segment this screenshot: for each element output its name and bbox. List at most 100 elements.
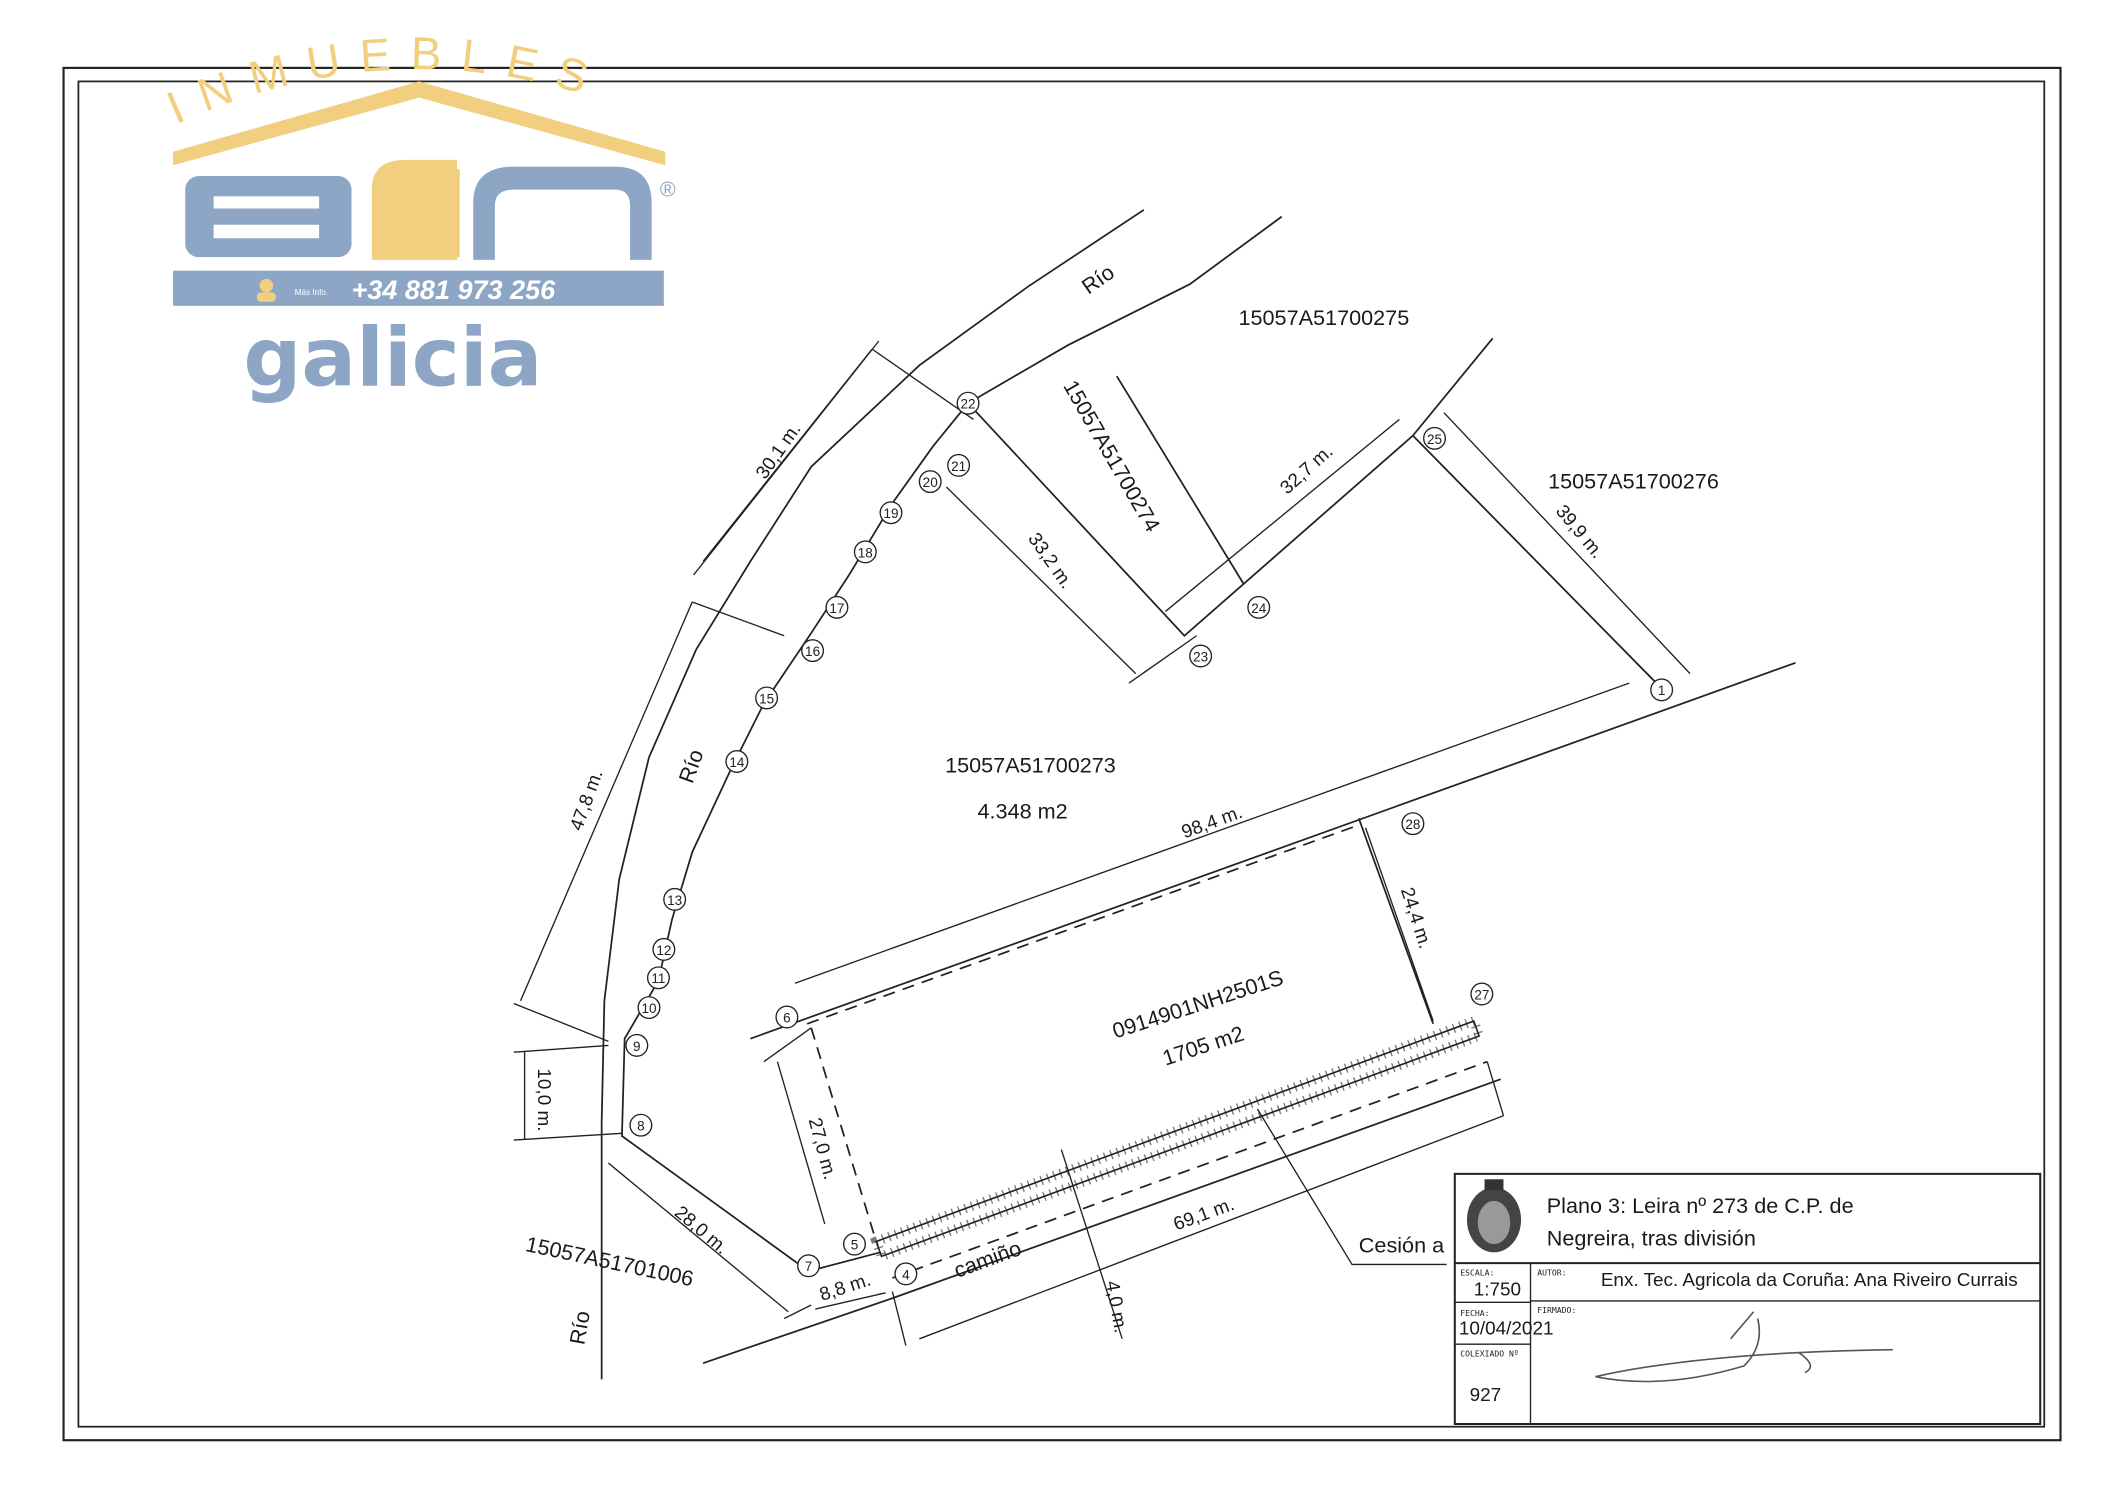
registered-mark: ® [660, 176, 676, 201]
parcel-275-274-divider [1116, 375, 1245, 585]
point-9: 9 [625, 1033, 649, 1057]
road-line-2 [702, 1078, 1502, 1364]
svg-text:17: 17 [829, 601, 844, 616]
point-10: 10 [637, 996, 661, 1020]
svg-text:18: 18 [858, 545, 873, 560]
dim-33-2: 33,2 m. [1023, 529, 1076, 593]
scale-label: ESCALA: [1460, 1267, 1494, 1277]
logo-region: galicia [243, 312, 542, 406]
parcel-275-label: 15057A51700275 [1238, 305, 1409, 330]
point-4: 4 [894, 1262, 918, 1286]
svg-text:19: 19 [883, 506, 898, 521]
parcel-273-label: 15057A51700273 [945, 752, 1116, 777]
inner-frame [77, 80, 2046, 1428]
svg-text:28: 28 [1405, 817, 1420, 832]
point-15: 15 [755, 686, 779, 710]
svg-text:24: 24 [1251, 601, 1267, 616]
point-16: 16 [801, 639, 825, 663]
point-12: 12 [652, 937, 676, 961]
svg-text:10: 10 [641, 1001, 656, 1016]
college-value: 927 [1470, 1385, 1502, 1406]
svg-text:14: 14 [729, 755, 745, 770]
building-area-label: 1705 m2 [1159, 1021, 1247, 1071]
river-label-bottom: Río [564, 1309, 594, 1346]
info-label: Más Info. [295, 288, 328, 297]
dim-32-7: 32,7 m. [1276, 441, 1337, 499]
building-solid-edge [1357, 817, 1434, 1025]
cession-hatched-strip [870, 1014, 1486, 1263]
dim-28-0: 28,0 m. [670, 1202, 732, 1259]
title-block: Plano 3: Leira nº 273 de C.P. de Negreir… [1453, 1172, 2042, 1426]
building-dashed-outline [806, 824, 1360, 1242]
phone-number: +34 881 973 256 [352, 275, 557, 305]
svg-text:23: 23 [1193, 649, 1208, 664]
svg-text:13: 13 [667, 893, 682, 908]
author-label: AUTOR: [1537, 1267, 1566, 1277]
svg-text:8: 8 [637, 1119, 645, 1134]
date-value: 10/04/2021 [1459, 1319, 1554, 1340]
parcel-276-label: 15057A51700276 [1548, 468, 1719, 493]
svg-text:5: 5 [851, 1238, 859, 1253]
svg-text:16: 16 [805, 644, 820, 659]
svg-text:11: 11 [651, 971, 665, 986]
point-18: 18 [853, 540, 877, 564]
river-line-west [600, 209, 1145, 1380]
point-25: 25 [1423, 426, 1447, 450]
signed-label: FIRMADO: [1537, 1305, 1576, 1315]
cession-label: Cesión a [1359, 1232, 1445, 1257]
point-17: 17 [825, 595, 849, 619]
road-line-1 [892, 1060, 1488, 1279]
road-label: camiño [950, 1235, 1024, 1282]
svg-text:7: 7 [805, 1259, 813, 1274]
point-27: 27 [1470, 982, 1494, 1006]
scale-value: 1:750 [1474, 1280, 1521, 1301]
parcel-276-boundary [1412, 435, 1661, 688]
point-8: 8 [629, 1113, 653, 1137]
point-20: 20 [918, 470, 942, 494]
point-11: 11 [646, 966, 670, 990]
svg-text:25: 25 [1427, 432, 1442, 447]
point-22: 22 [956, 391, 980, 415]
point-21: 21 [947, 453, 971, 477]
svg-text:1: 1 [1658, 683, 1666, 698]
survey-points: 1 4 5 6 7 8 9 10 11 12 13 14 15 16 17 18… [625, 391, 1674, 1286]
svg-text:6: 6 [783, 1010, 791, 1025]
dim-8-8: 8,8 m. [817, 1270, 873, 1306]
point-24: 24 [1247, 595, 1271, 619]
point-23: 23 [1189, 644, 1213, 668]
phone-banner [173, 270, 664, 306]
dim-10-0: 10,0 m. [533, 1068, 554, 1131]
svg-text:21: 21 [951, 459, 966, 474]
dim-98-4: 98,4 m. [1179, 802, 1245, 843]
svg-text:4: 4 [902, 1267, 910, 1282]
parcel-274-label: 15057A51700274 [1058, 376, 1165, 536]
dim-24-4: 24,4 m. [1396, 885, 1435, 951]
point-14: 14 [725, 749, 749, 773]
river-label-mid: Río [673, 746, 708, 786]
svg-text:20: 20 [923, 475, 938, 490]
building-ref-label: 0914901NH2501S [1109, 965, 1286, 1044]
svg-text:12: 12 [656, 943, 671, 958]
parcel-1006-label: 15057A51701006 [524, 1231, 696, 1291]
coat-of-arms-emblem [1466, 1179, 1522, 1253]
title-line-1: Plano 3: Leira nº 273 de C.P. de [1547, 1193, 1854, 1218]
dim-39-9: 39,9 m. [1551, 501, 1608, 563]
svg-text:27: 27 [1474, 987, 1489, 1002]
dim-4-0: 4,0 m. [1101, 1279, 1131, 1334]
parcel-274-boundary [967, 337, 1494, 637]
college-label: COLEXIADO Nº [1460, 1348, 1519, 1358]
point-6: 6 [775, 1005, 799, 1029]
dimension-lines [513, 340, 1691, 1346]
dim-69-1: 69,1 m. [1171, 1194, 1237, 1235]
dim-47-8: 47,8 m. [566, 767, 607, 833]
river-label-top: Río [1077, 259, 1119, 299]
signature [1595, 1311, 1893, 1383]
svg-text:15: 15 [759, 691, 774, 706]
south-boundary [750, 661, 1796, 1040]
date-label: FECHA: [1460, 1308, 1489, 1318]
title-line-2: Negreira, tras división [1547, 1226, 1756, 1251]
point-28: 28 [1401, 812, 1425, 836]
river-line-east [967, 215, 1283, 404]
point-5: 5 [842, 1232, 866, 1256]
